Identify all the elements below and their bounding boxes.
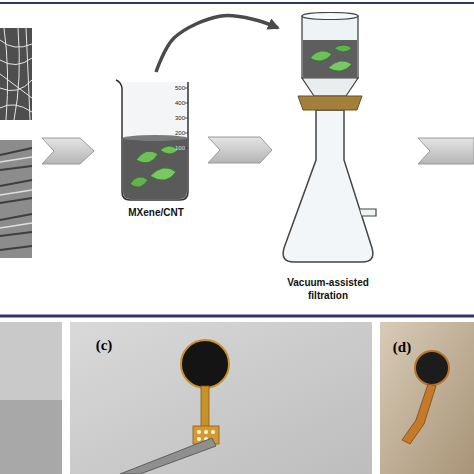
- flex-strip: [402, 384, 436, 444]
- beaker-liquid: [123, 138, 187, 199]
- pad-dot: [197, 437, 201, 441]
- photo-panel: [380, 322, 474, 474]
- pad-dot: [204, 430, 208, 434]
- node-caption: MXene/CNT: [108, 206, 204, 219]
- beaker-node: MXene/CNT: [108, 72, 204, 222]
- scale-ticks: [185, 88, 188, 148]
- mxene-flake: [130, 177, 148, 187]
- flex-strip: [201, 386, 209, 428]
- mxene-flake: [328, 61, 352, 71]
- funnel-liquid: [303, 40, 357, 77]
- node-caption: Vacuum-assisted filtration: [278, 276, 378, 302]
- funnel-taper: [302, 78, 358, 96]
- funnel-cylinder: [302, 16, 358, 78]
- process-chevron: [42, 138, 94, 164]
- transfer-arrow: [156, 15, 278, 72]
- photo-detail: [0, 400, 62, 474]
- process-chevron: [208, 137, 272, 163]
- scale-number: 400: [175, 100, 185, 106]
- beaker-outline: [108, 72, 204, 222]
- mxene-flake: [136, 151, 158, 163]
- fibre-texture: [0, 28, 32, 120]
- sem-image: [0, 140, 32, 258]
- process-chevron: [418, 138, 474, 164]
- scale-number: 300: [175, 115, 185, 121]
- scale-number: 100: [175, 145, 185, 151]
- scale-number: 500: [175, 85, 185, 91]
- mxene-flake: [150, 168, 176, 180]
- photo-panel: [0, 322, 62, 474]
- mxene-flake: [310, 51, 332, 61]
- beaker-glass: [122, 82, 188, 200]
- sem-image: [0, 28, 32, 120]
- layer-texture: [0, 157, 32, 228]
- pad-dot: [197, 430, 201, 434]
- filtration-outline: [278, 12, 378, 304]
- panel-letter: (d): [393, 339, 411, 356]
- sensor-disc: [415, 351, 449, 385]
- funnel-rim: [302, 13, 358, 20]
- layer-texture: [0, 148, 32, 250]
- frame-line: [0, 315, 474, 318]
- pad-dot: [211, 430, 215, 434]
- photo-panel: [70, 322, 372, 474]
- flask-body: [283, 110, 373, 262]
- tweezers: [120, 438, 216, 474]
- mxene-flake: [334, 45, 352, 52]
- beaker-wall: [116, 80, 188, 200]
- frame-line: [0, 2, 474, 4]
- scale-number: 200: [175, 130, 185, 136]
- panel-letter: (c): [96, 337, 113, 354]
- rubber-stopper: [298, 96, 362, 110]
- flask-side-arm: [360, 209, 376, 216]
- filtration-node: Vacuum-assisted filtration: [278, 12, 378, 304]
- sensor-disc: [181, 340, 229, 388]
